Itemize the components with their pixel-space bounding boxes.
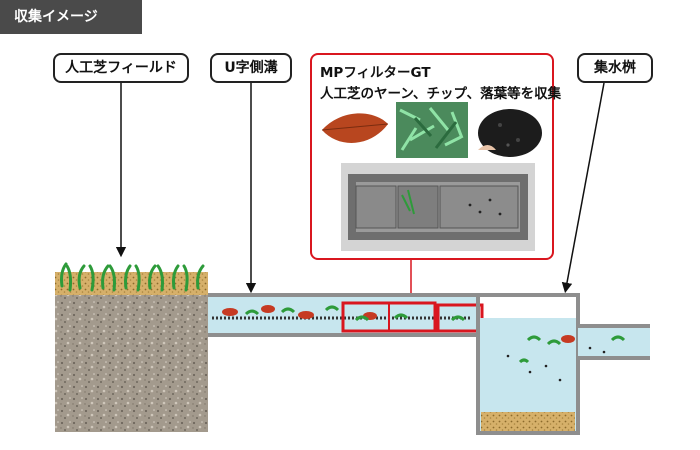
- basin-sand: [481, 412, 575, 431]
- soil-block: [55, 295, 208, 432]
- outflow-water: [578, 328, 650, 356]
- photo-turf-yarn: [396, 102, 468, 158]
- photo-leaf: [318, 104, 390, 156]
- arrow-basin: [566, 83, 604, 288]
- photo-filter-device: [341, 163, 535, 251]
- photo-rubber-chips: [474, 102, 546, 158]
